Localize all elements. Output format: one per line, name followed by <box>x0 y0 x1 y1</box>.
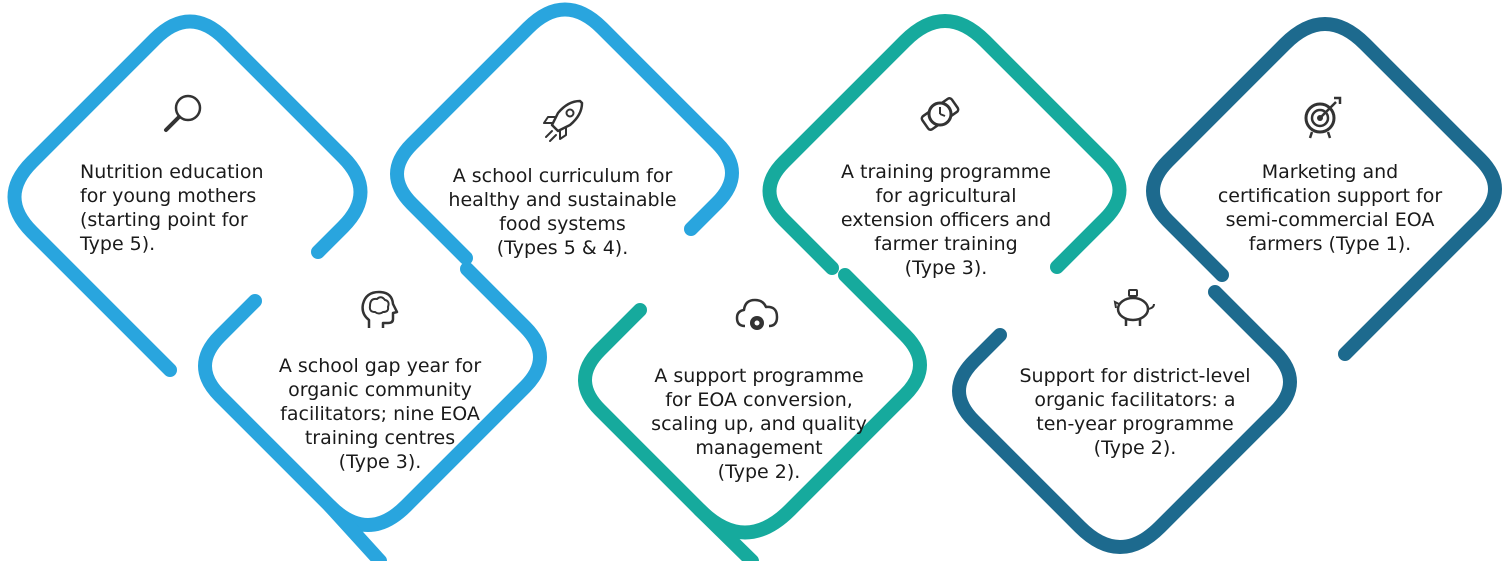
item-3-line: (Types 5 & 4). <box>496 237 629 259</box>
item-2-text: A school gap year for organic community … <box>255 354 505 474</box>
watch-icon <box>920 97 960 131</box>
diamond-3-frame <box>390 2 739 265</box>
item-7-line: semi-commercial EOA <box>1225 209 1435 231</box>
item-5-line: farmer training <box>874 233 1018 255</box>
item-6-line: organic facilitators: a <box>1034 389 1236 411</box>
magnifier-icon <box>164 94 202 132</box>
item-3-line: healthy and sustainable <box>448 189 677 211</box>
item-1-line: Nutrition education <box>80 161 264 183</box>
item-4-line: scaling up, and quality <box>651 413 867 435</box>
diamond-2-frame <box>198 262 547 532</box>
item-5-line: for agricultural <box>875 185 1017 207</box>
item-2-line: organic community <box>288 379 472 401</box>
brain-head-icon <box>361 290 399 328</box>
item-1-line: for young mothers <box>80 185 257 207</box>
item-1-text: Nutrition education for young mothers (s… <box>80 160 320 256</box>
rocket-icon <box>543 99 584 142</box>
item-7-line: farmers (Type 1). <box>1248 233 1412 255</box>
target-icon <box>1304 96 1342 139</box>
item-1-line: Type 5). <box>80 233 156 255</box>
item-5-line: extension officers and <box>840 209 1052 231</box>
item-4-line: for EOA conversion, <box>665 389 853 411</box>
item-5-line: A training programme <box>841 161 1051 183</box>
item-3-text: A school curriculum for healthy and sust… <box>430 164 695 260</box>
item-5-text: A training programme for agricultural ex… <box>815 160 1077 280</box>
diamond-5-frame <box>762 14 1127 275</box>
item-6-line: (Type 2). <box>1093 437 1177 459</box>
item-7-line: certification support for <box>1217 185 1443 207</box>
item-6-text: Support for district-level organic facil… <box>995 364 1275 460</box>
item-7-line: Marketing and <box>1261 161 1399 183</box>
diamond-7-frame <box>1146 17 1502 361</box>
item-2-line: A school gap year for <box>278 355 482 377</box>
item-2-line: (Type 3). <box>338 451 422 473</box>
item-4-line: (Type 2). <box>717 461 801 483</box>
item-5-line: (Type 3). <box>904 257 988 279</box>
piggy-bank-icon <box>1113 289 1155 326</box>
item-7-text: Marketing and certification support for … <box>1195 160 1465 256</box>
diamond-4-tail <box>693 503 759 561</box>
diamond-1-frame <box>7 14 368 377</box>
item-4-line: A support programme <box>654 365 864 387</box>
cloud-gear-icon <box>735 298 779 330</box>
diamond-4-frame <box>578 268 927 540</box>
item-6-line: Support for district-level <box>1019 365 1251 387</box>
item-4-text: A support programme for EOA conversion, … <box>630 364 888 484</box>
item-3-line: food systems <box>499 213 626 235</box>
diamond-2-tail <box>323 499 387 561</box>
item-2-line: training centres <box>304 427 456 449</box>
item-3-line: A school curriculum for <box>452 165 673 187</box>
item-4-line: management <box>695 437 823 459</box>
diamond-6-frame <box>952 285 1297 554</box>
item-6-line: ten-year programme <box>1036 413 1234 435</box>
item-2-line: facilitators; nine EOA <box>280 403 480 425</box>
item-1-line: (starting point for <box>80 209 248 231</box>
